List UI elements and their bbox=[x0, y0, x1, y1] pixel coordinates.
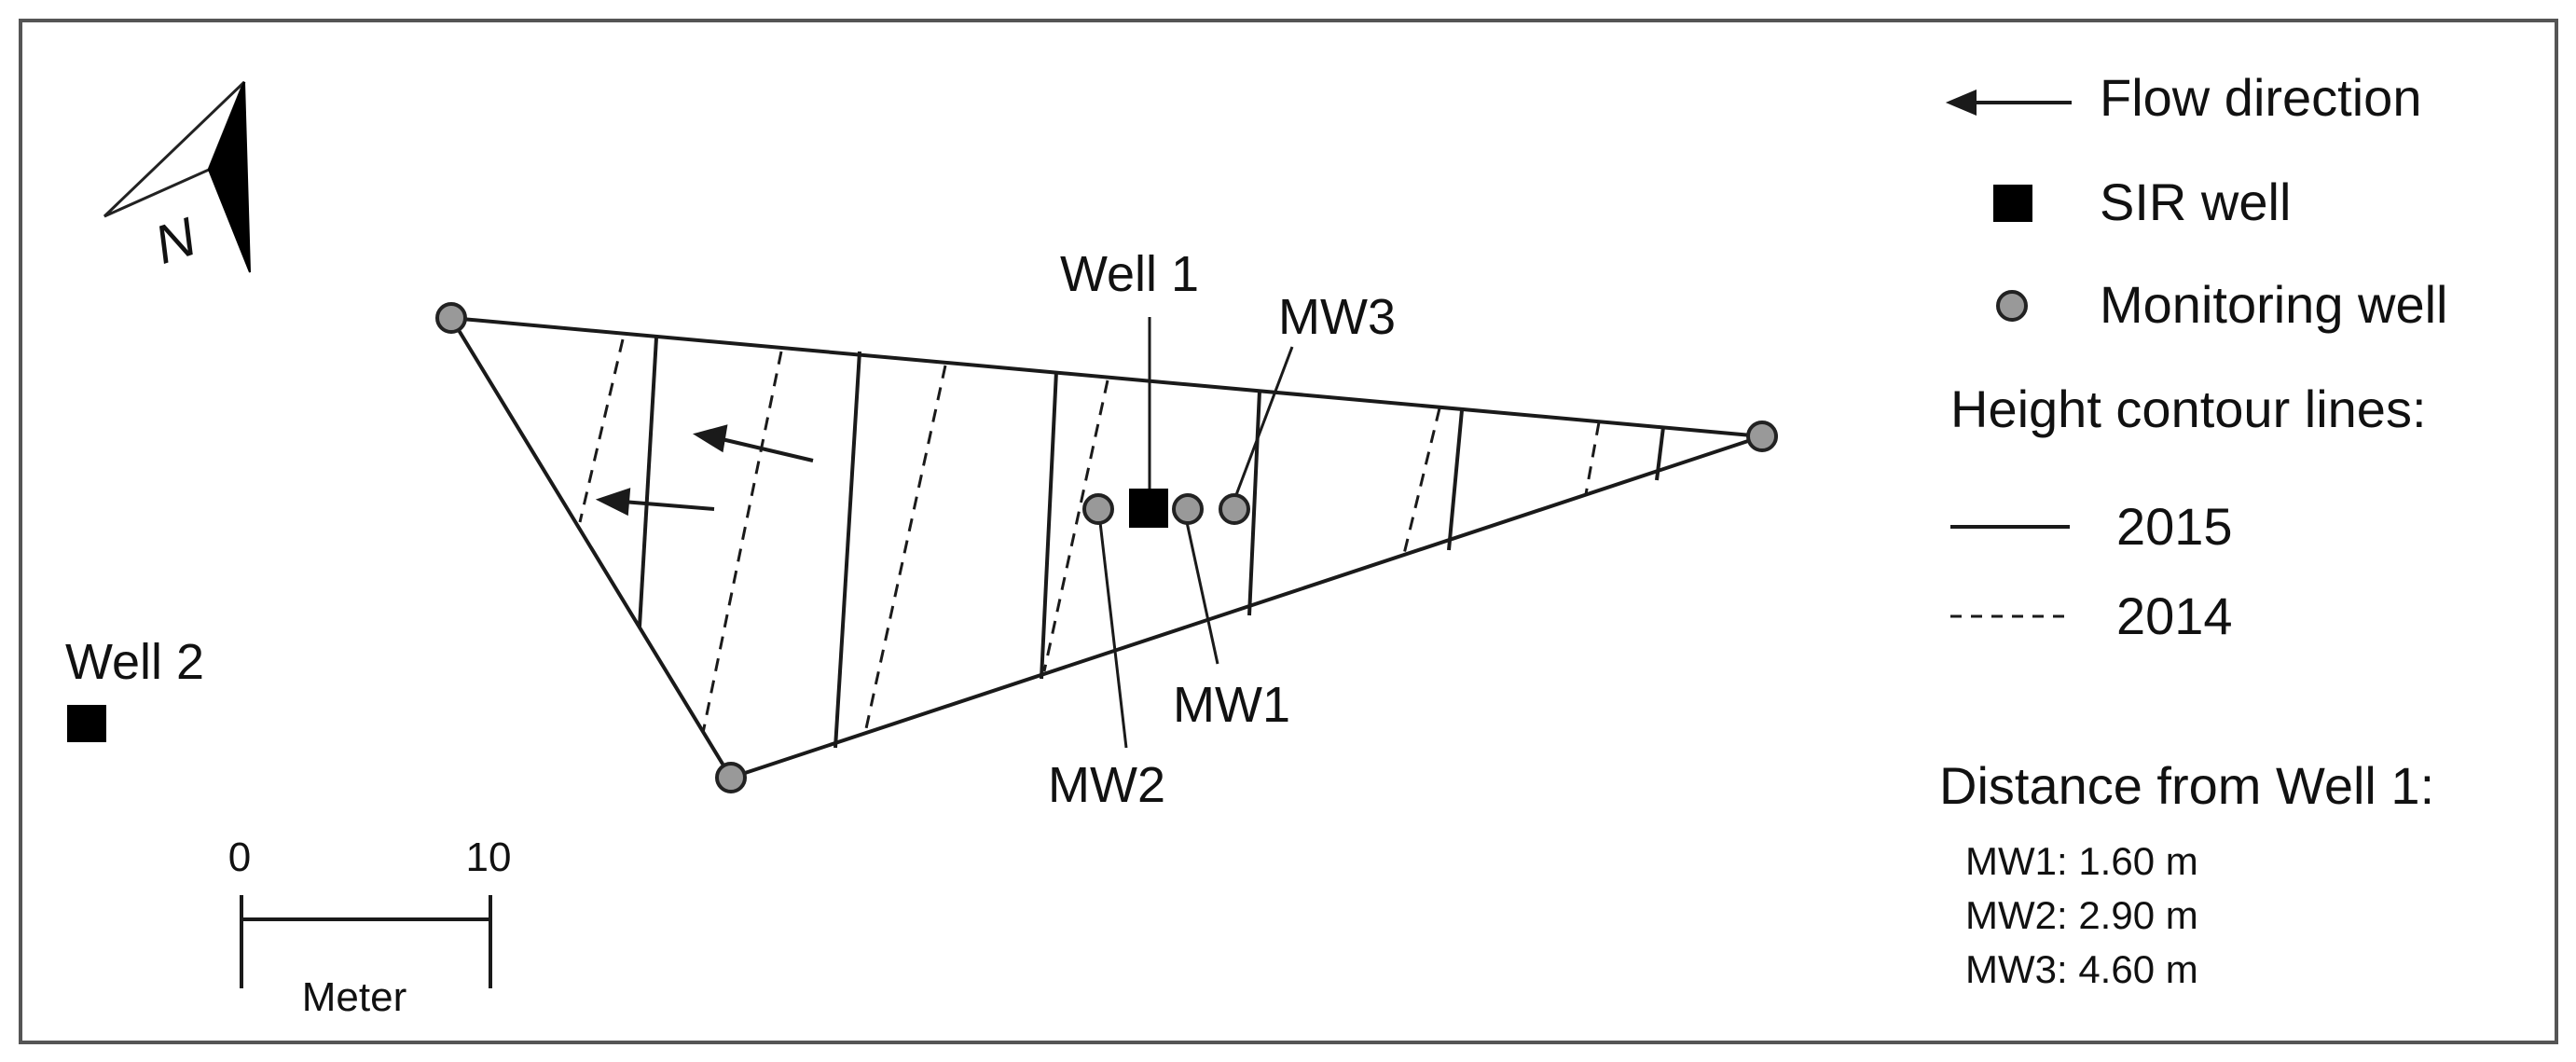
mw3-leader bbox=[1233, 346, 1294, 501]
contour-line-2015 bbox=[1447, 409, 1464, 551]
legend-sir-well-icon bbox=[1993, 185, 2032, 222]
scale-end-label: 10 bbox=[466, 834, 512, 880]
contour-line-2015 bbox=[638, 337, 658, 628]
mw2-label: MW2 bbox=[1048, 757, 1165, 813]
legend-distance-title: Distance from Well 1: bbox=[1939, 756, 2434, 815]
contours-2015 bbox=[638, 337, 1665, 749]
contour-line-2014 bbox=[1402, 407, 1441, 555]
mw2-leader bbox=[1098, 521, 1128, 749]
contours-2014 bbox=[578, 338, 1601, 734]
mw1-marker bbox=[1172, 493, 1204, 525]
sir-well-2-marker bbox=[67, 705, 106, 742]
leader-lines bbox=[1098, 317, 1294, 749]
contour-line-2015 bbox=[1040, 370, 1058, 680]
scale-unit-label: Meter bbox=[302, 974, 406, 1020]
contour-line-2014 bbox=[1584, 421, 1601, 495]
legend-flow-direction: Flow direction bbox=[2100, 68, 2421, 127]
contour-line-2014 bbox=[578, 338, 625, 523]
legend-contour-2015: 2015 bbox=[2116, 497, 2233, 556]
contour-line-2014 bbox=[863, 365, 947, 734]
map-frame bbox=[19, 19, 2558, 1044]
contour-line-2014 bbox=[701, 351, 783, 734]
legend-flow-arrow-icon bbox=[1945, 89, 2072, 117]
mw1-leader bbox=[1185, 521, 1219, 665]
mw2-marker bbox=[1082, 493, 1114, 525]
corner-marker bbox=[1746, 421, 1778, 452]
flow-arrow-icon bbox=[692, 424, 814, 462]
monitoring-area-boundary bbox=[448, 315, 1763, 780]
corner-points bbox=[435, 302, 1778, 793]
well1-label: Well 1 bbox=[1060, 246, 1199, 302]
legend-contours-title: Height contour lines: bbox=[1950, 379, 2427, 438]
contour-line-2015 bbox=[833, 351, 861, 749]
legend-monitoring-well-icon bbox=[1996, 290, 2028, 322]
north-arrow-icon: N bbox=[103, 80, 251, 276]
legend-sir-well: SIR well bbox=[2100, 172, 2291, 231]
contour-line-2015 bbox=[1247, 390, 1261, 616]
legend-monitoring-well: Monitoring well bbox=[2100, 275, 2448, 334]
sir-well-1-marker bbox=[1129, 489, 1168, 528]
scale-start-label: 0 bbox=[228, 834, 251, 880]
contour-line-2014 bbox=[1042, 379, 1109, 672]
well2-label: Well 2 bbox=[65, 634, 204, 690]
flow-arrows bbox=[595, 424, 814, 517]
legend-distance-mw3: MW3: 4.60 m bbox=[1965, 947, 2198, 991]
corner-marker bbox=[435, 302, 467, 334]
mw3-label: MW3 bbox=[1278, 289, 1396, 345]
mw1-label: MW1 bbox=[1173, 677, 1290, 733]
mw3-marker bbox=[1219, 493, 1250, 525]
north-label: N bbox=[147, 206, 203, 276]
corner-marker bbox=[715, 762, 747, 793]
legend: Flow direction SIR well Monitoring well … bbox=[1939, 68, 2448, 991]
legend-distance-mw1: MW1: 1.60 m bbox=[1965, 839, 2198, 883]
flow-arrow-icon bbox=[595, 488, 715, 517]
scale-bar: 0 10 Meter bbox=[228, 834, 512, 1020]
legend-distance-mw2: MW2: 2.90 m bbox=[1965, 893, 2198, 937]
legend-contour-2014: 2014 bbox=[2116, 586, 2233, 645]
